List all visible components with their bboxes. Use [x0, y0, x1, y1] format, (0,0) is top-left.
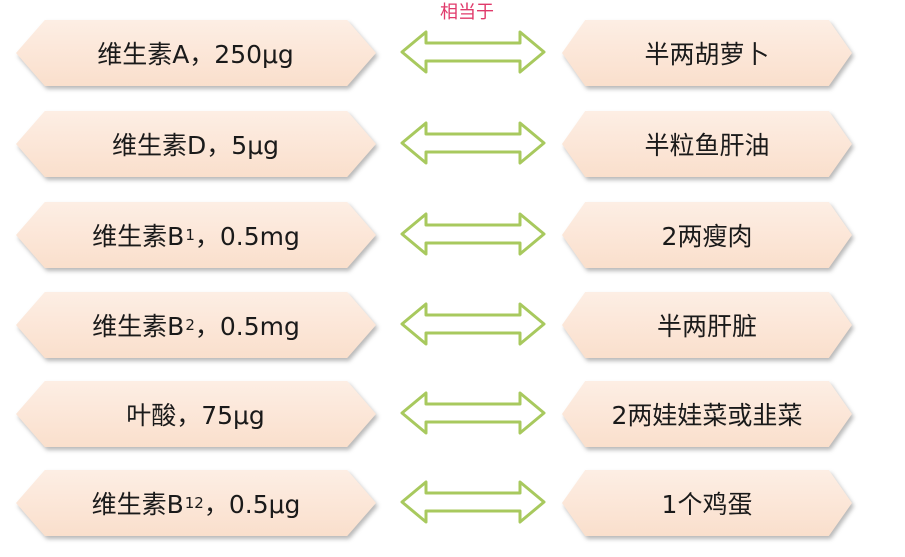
equivalent-box: 半两肝脏: [562, 292, 852, 358]
nutrient-text: 叶酸，75μg: [126, 401, 265, 430]
nutrient-box: 维生素A，250μg: [16, 20, 376, 86]
header-label: 相当于: [440, 2, 494, 23]
equivalent-box: 半两胡萝卜: [562, 20, 852, 86]
double-arrow-icon: [400, 121, 546, 165]
equivalent-text: 半两胡萝卜: [644, 40, 770, 69]
double-arrow-icon: [400, 480, 546, 524]
row-4: 叶酸，75μg 2两娃娃菜或韭菜: [0, 379, 905, 449]
equivalent-text: 1个鸡蛋: [661, 490, 753, 519]
header-label-row: 相当于: [0, 2, 905, 24]
equivalent-text: 半两肝脏: [656, 312, 757, 341]
nutrient-text: 维生素D，5μg: [112, 131, 279, 160]
equivalent-text: 2两瘦肉: [661, 222, 753, 251]
nutrient-text: 维生素A，250μg: [97, 40, 294, 69]
double-arrow-icon: [400, 391, 546, 435]
equivalent-text: 半粒鱼肝油: [644, 131, 770, 160]
row-1: 维生素D，5μg 半粒鱼肝油: [0, 109, 905, 179]
double-arrow-icon: [400, 302, 546, 346]
equivalent-text: 2两娃娃菜或韭菜: [611, 401, 803, 430]
nutrient-box: 叶酸，75μg: [16, 381, 376, 447]
equivalent-box: 2两娃娃菜或韭菜: [562, 381, 852, 447]
equivalent-box: 半粒鱼肝油: [562, 111, 852, 177]
equivalent-box: 1个鸡蛋: [562, 470, 852, 536]
nutrient-box: 维生素D，5μg: [16, 111, 376, 177]
equivalent-box: 2两瘦肉: [562, 202, 852, 268]
double-arrow-icon: [400, 30, 546, 74]
row-0: 维生素A，250μg 半两胡萝卜: [0, 18, 905, 88]
double-arrow-icon: [400, 212, 546, 256]
